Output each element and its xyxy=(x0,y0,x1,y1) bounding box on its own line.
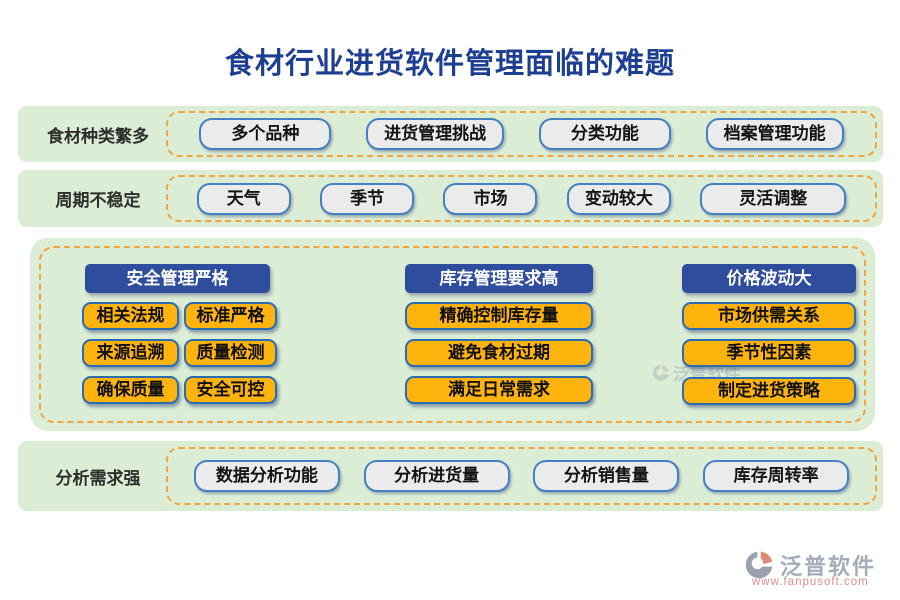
row-analysis-needs: 分析需求强 数据分析功能 分析进货量 分析销售量 库存周转率 xyxy=(18,441,883,511)
tag-button[interactable]: 季节 xyxy=(320,182,415,215)
tag-button[interactable]: 质量检测 xyxy=(184,339,277,367)
panel-header: 库存管理要求高 xyxy=(405,264,593,293)
row-label: 周期不稳定 xyxy=(55,191,141,210)
row-label: 分析需求强 xyxy=(55,468,141,488)
tag-button[interactable]: 分类功能 xyxy=(538,118,671,150)
tag-button[interactable]: 天气 xyxy=(196,182,291,215)
tag-group: 多个品种 进货管理挑战 分类功能 档案管理功能 xyxy=(166,111,877,157)
tag-button[interactable]: 确保质量 xyxy=(82,376,179,404)
tag-button[interactable]: 季节性因素 xyxy=(682,339,856,367)
tag-button[interactable]: 精确控制库存量 xyxy=(405,302,593,330)
tag-button[interactable]: 进货管理挑战 xyxy=(366,118,505,150)
tag-group: 天气 季节 市场 变动较大 灵活调整 xyxy=(166,175,877,222)
tag-button[interactable]: 标准严格 xyxy=(184,302,277,330)
tag-button[interactable]: 分析销售量 xyxy=(533,460,680,492)
tag-button[interactable]: 数据分析功能 xyxy=(193,460,340,492)
panel-header: 价格波动大 xyxy=(682,264,856,293)
tag-button[interactable]: 制定进货策略 xyxy=(682,377,856,405)
tag-button[interactable]: 市场 xyxy=(443,182,538,215)
row-label: 食材种类繁多 xyxy=(47,126,149,146)
tag-button[interactable]: 库存周转率 xyxy=(703,460,850,492)
watermark-logo-icon xyxy=(653,364,669,381)
tag-button[interactable]: 市场供需关系 xyxy=(682,302,856,330)
tag-button[interactable]: 来源追溯 xyxy=(82,339,179,367)
tag-button[interactable]: 相关法规 xyxy=(82,302,179,330)
tag-button[interactable]: 变动较大 xyxy=(566,182,671,215)
row-food-variety: 食材种类繁多 多个品种 进货管理挑战 分类功能 档案管理功能 xyxy=(18,106,883,162)
tag-button[interactable]: 满足日常需求 xyxy=(405,376,593,404)
tag-button[interactable]: 灵活调整 xyxy=(700,182,847,215)
row-unstable-cycle: 周期不稳定 天气 季节 市场 变动较大 灵活调整 xyxy=(18,170,883,227)
tag-button[interactable]: 多个品种 xyxy=(199,118,332,150)
panel-dashed-border xyxy=(39,246,866,423)
brand-name: 泛普软件 xyxy=(780,554,877,579)
tag-button[interactable]: 安全可控 xyxy=(184,376,277,404)
tag-button[interactable]: 避免食材过期 xyxy=(405,339,593,367)
tag-group: 数据分析功能 分析进货量 分析销售量 库存周转率 xyxy=(166,447,877,505)
brand-url: www.fanpusoft.com xyxy=(752,576,869,588)
page-title: 食材行业进货软件管理面临的难题 xyxy=(224,48,675,80)
brand-logo-icon xyxy=(745,551,773,579)
challenges-panel: 泛普软件 安全管理严格 相关法规 标准严格 来源追溯 质量检测 确保质量 安全可… xyxy=(30,238,875,431)
tag-button[interactable]: 档案管理功能 xyxy=(705,118,844,150)
panel-header: 安全管理严格 xyxy=(85,264,270,293)
tag-button[interactable]: 分析进货量 xyxy=(363,460,510,492)
